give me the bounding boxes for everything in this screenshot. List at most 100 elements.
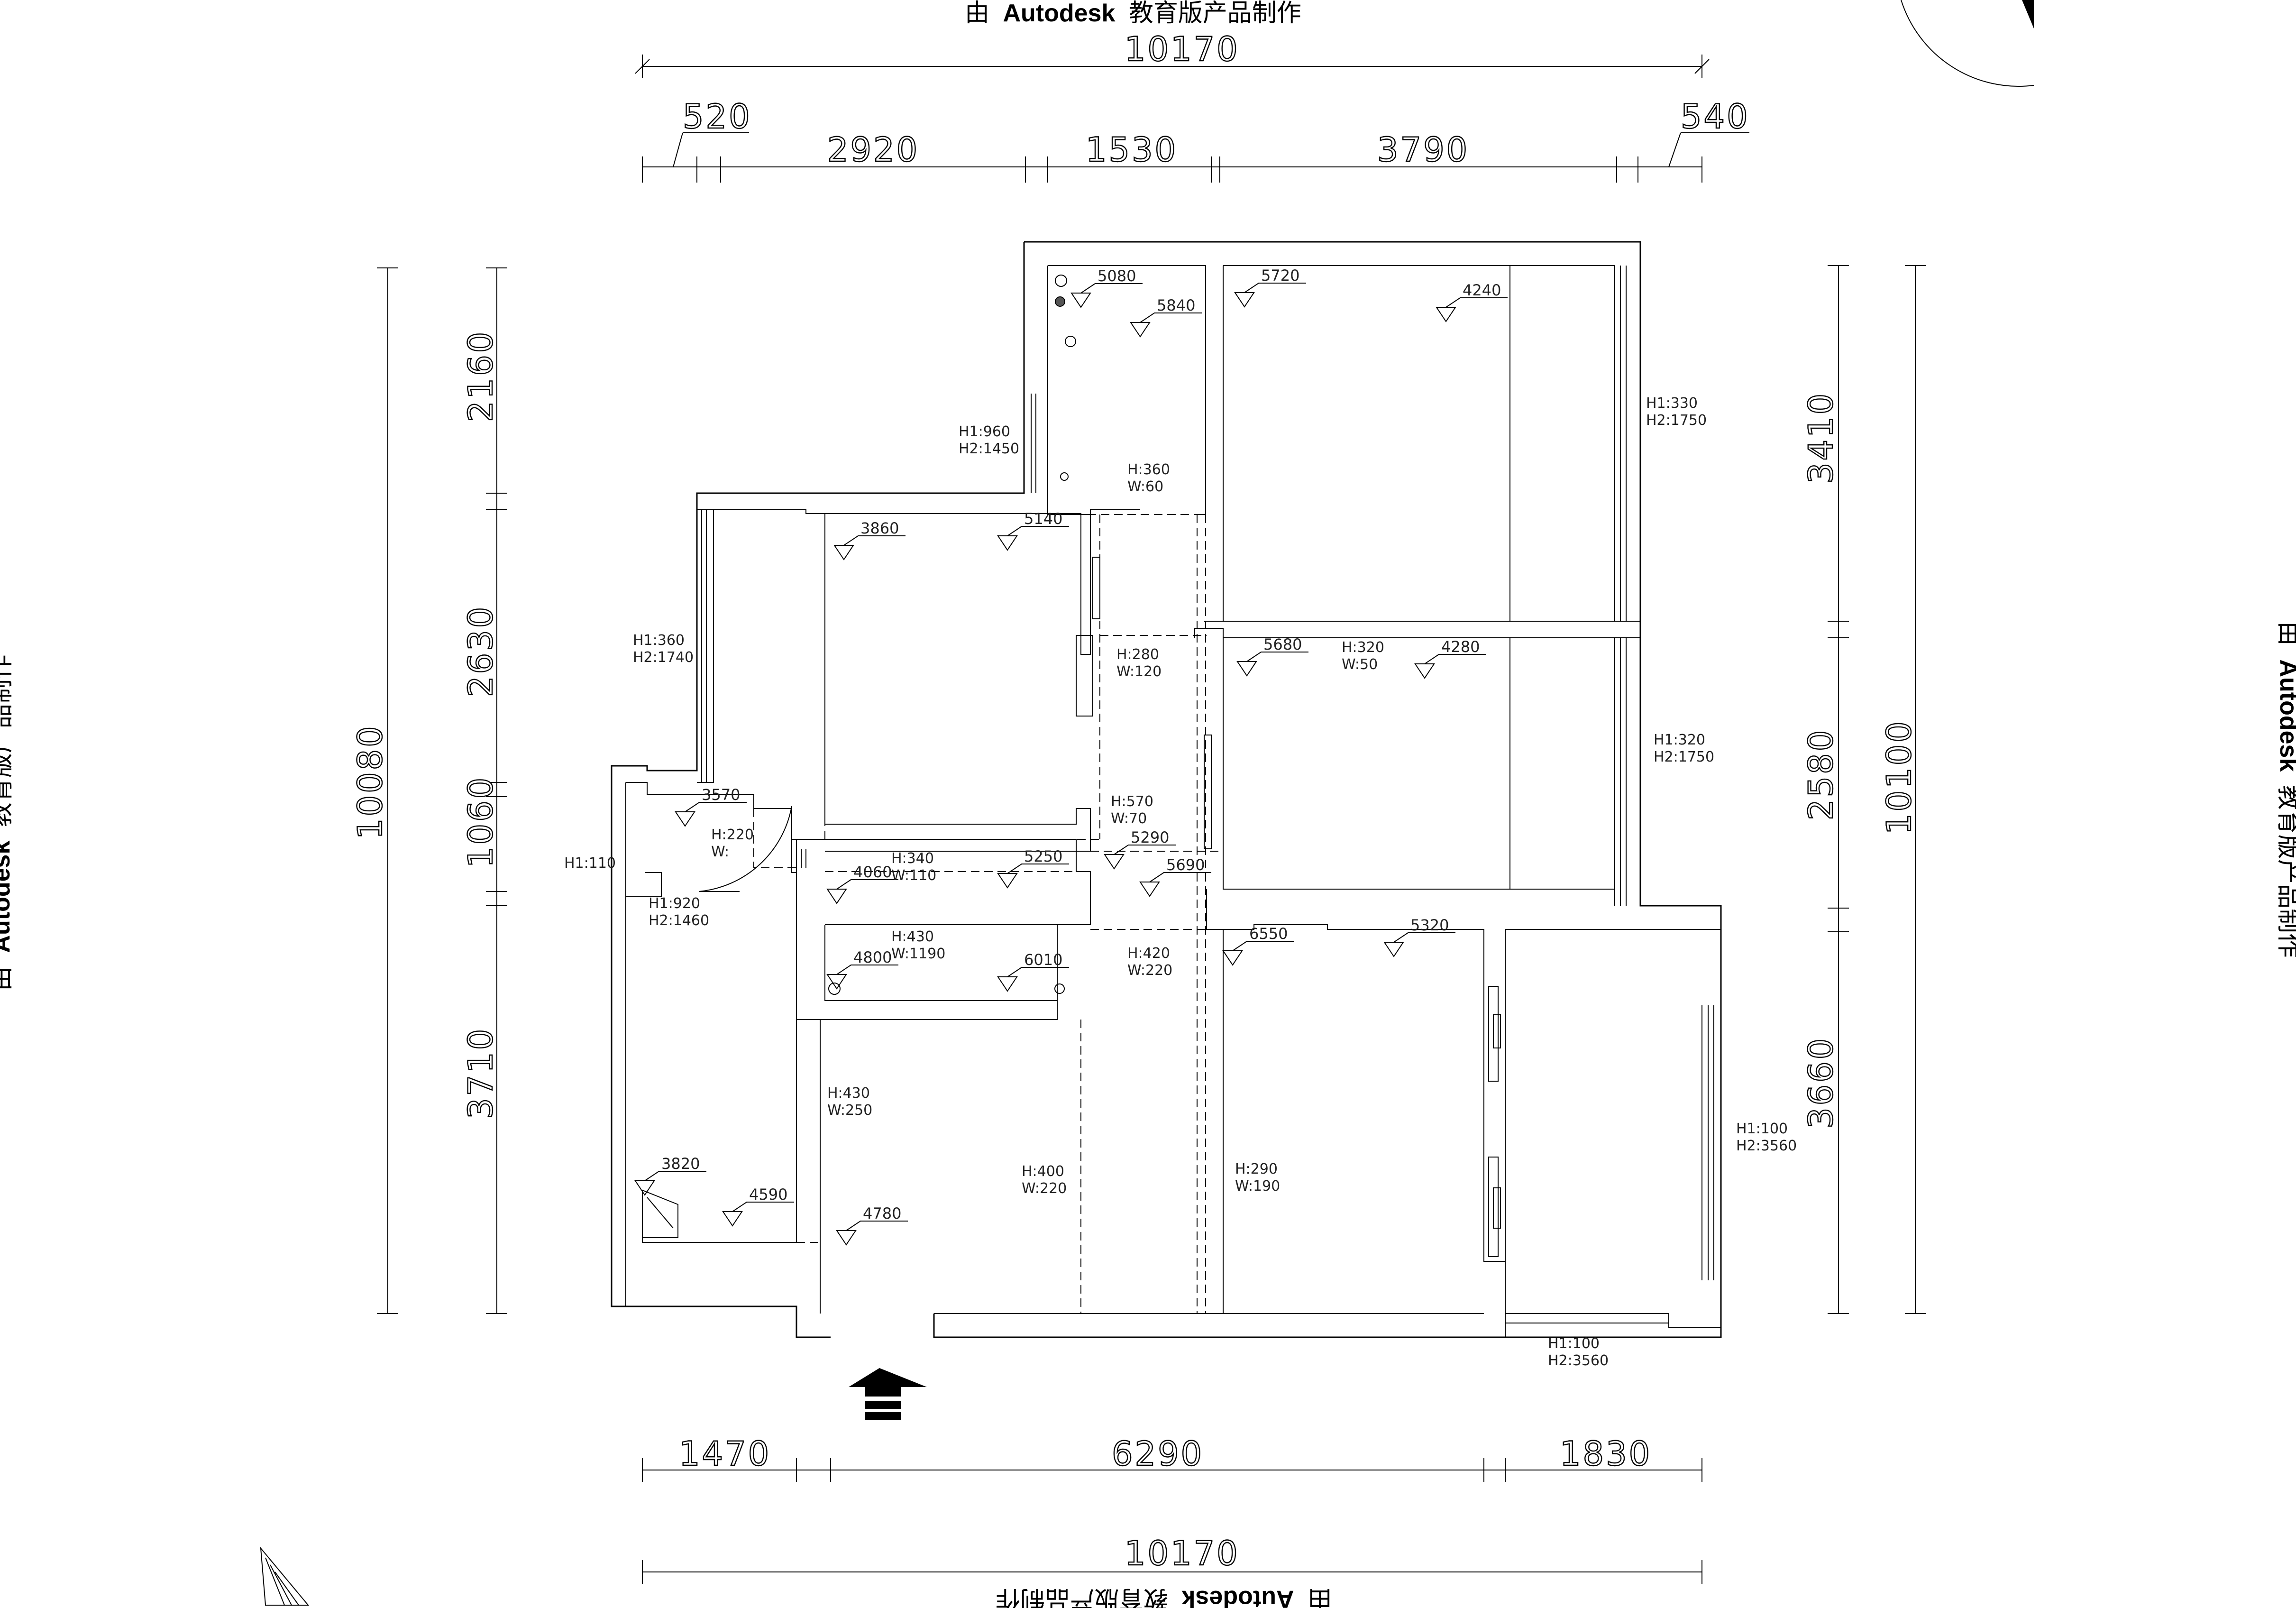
dim-right-seg: 2580 [1802,728,1840,820]
level-mark-value: 5250 [1024,847,1062,865]
level-mark-leader [644,1171,706,1181]
annotation-line: H:280 [1116,646,1159,663]
level-mark-triangle [1139,882,1160,897]
dim-top-seg: 3790 [1377,130,1469,169]
annotation-line: H2:1750 [1654,749,1714,765]
watermark-left: 由 Autodesk 教育版产品制作 [0,654,15,991]
annotation-line: H:220 [711,827,754,843]
level-mark-leader [836,879,898,890]
level-mark-triangle [675,811,695,827]
annotation-line: H:340 [891,850,934,867]
level-mark-leader [1080,283,1143,294]
level-mark-triangle [1236,661,1257,677]
level-mark-value: 4800 [853,948,892,966]
annotation-line: W:220 [1127,962,1172,979]
annotation-line: W:220 [1022,1180,1067,1197]
level-mark-triangle [833,545,854,561]
level-mark-value: 4780 [863,1204,901,1222]
level-mark-triangle [1222,950,1243,966]
level-mark-triangle [997,535,1018,551]
level-mark-value: 4280 [1441,638,1480,656]
annotation-line: W:110 [891,867,936,884]
annotation-line: H:360 [1127,461,1170,478]
annotation-line: W:50 [1342,656,1378,673]
annotations: H1:960H2:1450H:360W:60H1:330H2:1750H1:36… [564,395,1797,1369]
compass-arc [1901,0,2034,87]
annotation-line: W:1190 [891,946,945,962]
svg-text:由 Autodesk 教育版产品制作: 由 Autodesk 教育版产品制作 [0,654,15,991]
entry-arrow-icon [849,1368,927,1420]
level-mark-value: 5690 [1166,856,1205,874]
dim-right-seg: 3660 [1802,1037,1840,1129]
walls [611,241,1722,1338]
level-mark-leader [732,1202,794,1212]
dim-left-seg: 1060 [461,776,500,868]
level-mark-value: 4060 [853,863,892,881]
annotation-line: W: [711,844,729,860]
level-mark-value: 5680 [1263,635,1302,653]
svg-text:由 Autodesk 教育版产品制作: 由 Autodesk 教育版产品制作 [996,1585,1332,1608]
annotation-line: H2:3560 [1736,1138,1797,1154]
annotation-line: H:320 [1342,639,1384,656]
level-mark-value: 6550 [1249,925,1288,943]
level-mark-value: 5290 [1131,828,1169,846]
level-mark-leader [1140,312,1202,323]
dim-right-total: 10100 [1880,719,1919,835]
level-mark-triangle [836,1230,857,1246]
compass-needle-icon [2022,0,2034,28]
dim-bottom-seg: 1470 [679,1434,771,1473]
level-mark-leader [685,802,747,812]
dim-top-total: 10170 [1125,30,1240,69]
level-mark-leader [1007,526,1069,536]
level-mark-value: 3570 [702,786,740,804]
annotation-line: H1:920 [649,895,700,912]
annotation-line: W:190 [1235,1178,1280,1195]
level-mark-value: 6010 [1024,951,1062,969]
level-mark-value: 5840 [1157,296,1195,314]
annotation-line: H1:100 [1548,1335,1600,1352]
dim-bottom-total: 10170 [1125,1534,1240,1573]
level-mark-triangle [1104,854,1125,870]
dim-top-seg: 2920 [827,130,919,169]
level-mark-value: 5140 [1024,510,1062,528]
level-mark-leader [1232,941,1294,951]
level-mark-triangle [1414,663,1435,679]
level-mark-leader [1445,297,1508,308]
dimension-lines [377,55,1926,1584]
annotation-line: W:250 [827,1102,872,1119]
level-mark-triangle [997,976,1018,992]
door-swing-arc [699,806,792,892]
dim-left-seg: 3710 [461,1027,500,1119]
level-mark-triangle [826,974,847,990]
annotation-line: H1:110 [564,855,616,872]
dashed-lines [753,514,1223,1314]
dim-left-seg: 2630 [461,605,500,697]
annotation-line: H:570 [1111,793,1153,810]
level-mark-leader [1149,872,1211,882]
level-mark-value: 3860 [860,519,899,537]
annotation-line: H:400 [1022,1163,1064,1180]
watermark-top: 由 Autodesk 教育版产品制作 [965,0,1301,27]
level-mark-triangle [997,873,1018,889]
level-mark-leader [843,535,906,546]
annotation-line: W:70 [1111,810,1147,827]
level-mark-leader [1393,932,1455,943]
annotation-line: H:430 [891,928,934,945]
annotation-line: H:420 [1127,945,1170,962]
svg-text:由 Autodesk 教育版产品制作: 由 Autodesk 教育版产品制作 [2275,621,2296,958]
level-mark-leader [1007,967,1069,977]
level-mark-value: 3820 [661,1155,700,1173]
level-mark-triangle [1130,322,1151,338]
level-mark-triangle [1070,293,1091,308]
annotation-line: H:290 [1235,1161,1278,1177]
annotation-line: H1:330 [1646,395,1698,412]
dim-top-seg: 1530 [1086,130,1178,169]
annotation-line: H2:1450 [959,441,1019,457]
annotation-line: H2:1750 [1646,412,1707,429]
annotation-line: H1:100 [1736,1121,1788,1137]
annotation-line: H1:360 [633,632,685,649]
level-mark-value: 5080 [1098,267,1136,285]
level-mark-triangle [1234,292,1255,308]
